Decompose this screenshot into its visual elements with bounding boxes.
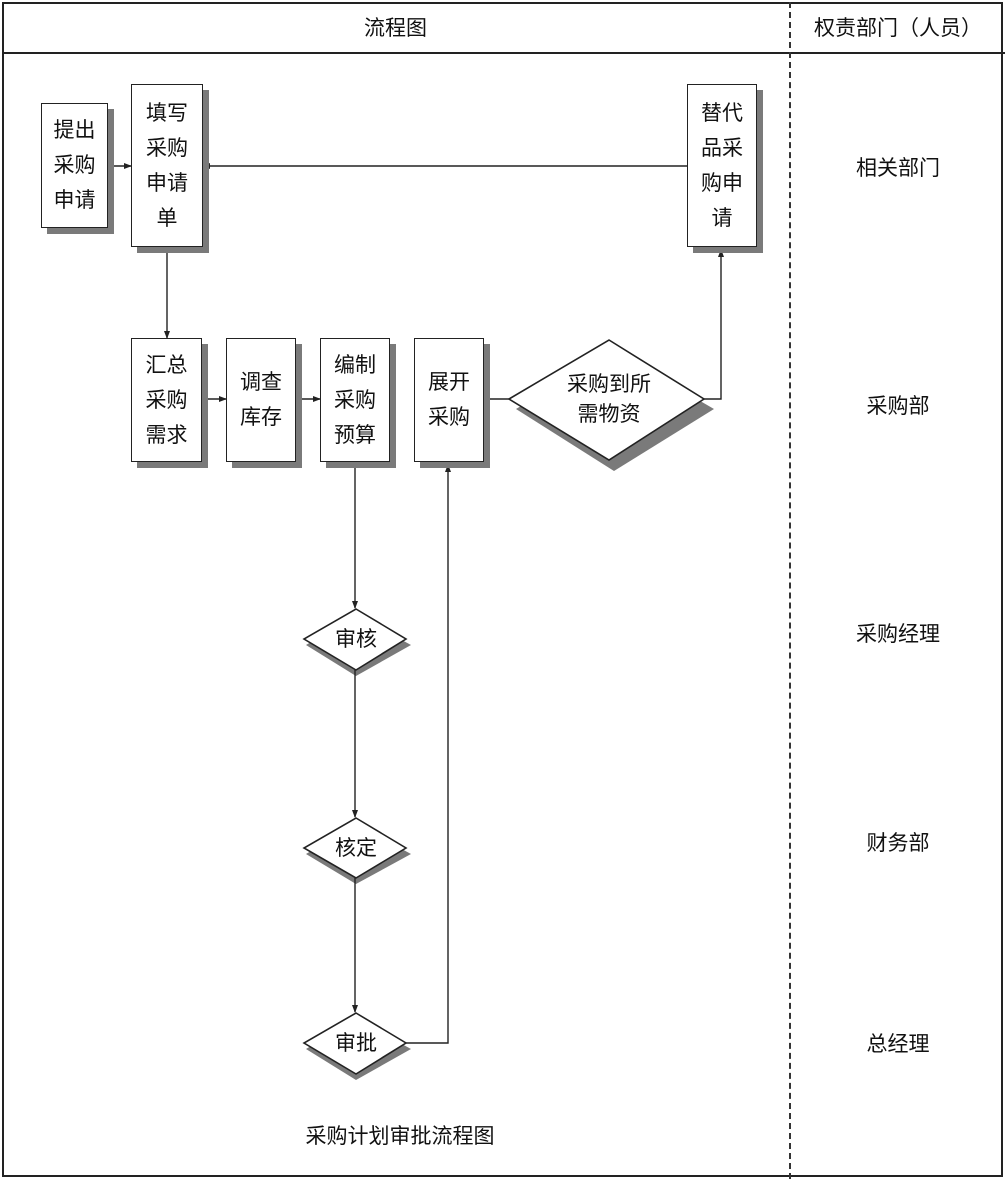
node-start-purchasing: 展开采购 bbox=[414, 338, 484, 462]
node-substitute-request: 替代品采购申请 bbox=[687, 84, 757, 247]
role-finance-dept: 财务部 bbox=[866, 831, 930, 855]
role-related-dept: 相关部门 bbox=[856, 156, 940, 180]
label-verify: 核定 bbox=[335, 836, 377, 860]
got-goods-diamond bbox=[507, 339, 706, 461]
node-fill-request-form: 填写采购申请单 bbox=[131, 84, 203, 247]
review-diamond bbox=[302, 608, 408, 671]
role-general-manager: 总经理 bbox=[866, 1032, 930, 1056]
label-review: 审核 bbox=[335, 627, 377, 651]
role-purchasing-dept: 采购部 bbox=[866, 394, 930, 418]
role-purchasing-manager: 采购经理 bbox=[856, 622, 940, 646]
node-prepare-budget: 编制采购预算 bbox=[320, 338, 390, 462]
node-summarize-demand: 汇总采购需求 bbox=[131, 338, 202, 462]
role-column-header: 权责部门（人员） bbox=[814, 16, 982, 40]
label-got-goods: 采购到所需物资 bbox=[567, 372, 651, 426]
label-approve: 审批 bbox=[335, 1031, 377, 1055]
node-submit-request: 提出采购申请 bbox=[41, 103, 108, 228]
header-divider bbox=[2, 52, 1005, 54]
flow-column-header: 流程图 bbox=[364, 16, 427, 40]
approve-diamond bbox=[302, 1012, 408, 1075]
verify-diamond bbox=[302, 817, 408, 879]
arrow-got-goods-to-substitute bbox=[704, 249, 724, 400]
diagram-caption: 采购计划审批流程图 bbox=[305, 1124, 495, 1148]
column-divider bbox=[789, 2, 791, 1179]
arrow-approve-to-start bbox=[406, 464, 451, 1044]
node-check-inventory: 调查库存 bbox=[226, 338, 296, 462]
